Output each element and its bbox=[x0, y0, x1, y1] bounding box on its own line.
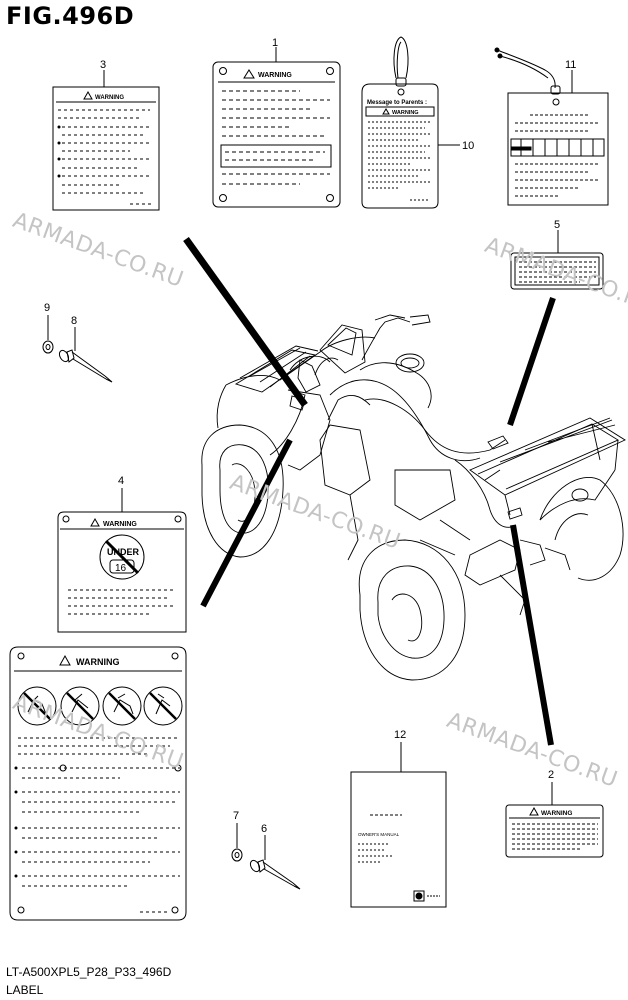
label-4-lower-warning-text: WARNING bbox=[76, 657, 120, 667]
atv-illustration bbox=[201, 314, 626, 681]
under-16-text: UNDER bbox=[107, 547, 140, 557]
diagram-caption: LABEL bbox=[6, 983, 44, 997]
pointer-arrow-1 bbox=[183, 236, 308, 408]
callout-1: 1 bbox=[272, 37, 278, 49]
owners-manual-12[interactable]: OWNER'S MANUAL bbox=[350, 771, 447, 908]
label-10-hang-tag[interactable]: Message to Parents : WARNING bbox=[361, 36, 439, 209]
message-to-parents-text: Message to Parents : bbox=[367, 100, 427, 106]
callout-2: 2 bbox=[548, 769, 554, 781]
label-1-warning-panel[interactable]: WARNING bbox=[212, 61, 341, 208]
callout-8: 8 bbox=[71, 315, 77, 327]
figure-title: FIG.496D bbox=[6, 2, 135, 30]
callout-7: 7 bbox=[233, 810, 239, 822]
pointer-arrow-2 bbox=[510, 524, 554, 746]
screw-8[interactable] bbox=[58, 349, 113, 383]
label-3-warning-text: WARNING bbox=[95, 95, 124, 101]
callout-4: 4 bbox=[118, 475, 124, 487]
prohibition-icons bbox=[17, 686, 183, 726]
pointer-arrow-4 bbox=[200, 438, 293, 608]
callout-6: 6 bbox=[261, 823, 267, 835]
owners-manual-text: OWNER'S MANUAL bbox=[358, 832, 400, 837]
label-2-warning-text: WARNING bbox=[541, 810, 572, 817]
label-2-warning-panel[interactable]: WARNING bbox=[505, 804, 604, 858]
callout-3: 3 bbox=[100, 59, 106, 71]
washer-7[interactable] bbox=[231, 848, 243, 862]
label-5-panel[interactable] bbox=[510, 252, 604, 290]
label-11-hang-tag[interactable] bbox=[494, 47, 609, 206]
callout-5: 5 bbox=[554, 219, 560, 231]
label-3-warning-panel[interactable]: WARNING bbox=[52, 86, 160, 211]
callout-12: 12 bbox=[394, 729, 406, 741]
washer-9[interactable] bbox=[42, 340, 54, 354]
label-4-lower-panel[interactable]: WARNING bbox=[9, 646, 187, 921]
label-4-upper-panel[interactable]: WARNING UNDER 16 bbox=[57, 511, 187, 633]
under-16-number: 16 bbox=[115, 563, 127, 574]
callout-11: 11 bbox=[565, 59, 576, 71]
label-10-warning-text: WARNING bbox=[392, 110, 419, 116]
diagram-code: LT-A500XPL5_P28_P33_496D bbox=[6, 965, 172, 979]
pointer-arrow-5 bbox=[507, 297, 556, 426]
label-1-warning-text: WARNING bbox=[258, 72, 292, 79]
label-4-warning-text: WARNING bbox=[103, 521, 137, 528]
callout-10: 10 bbox=[462, 140, 474, 152]
screw-6[interactable] bbox=[249, 859, 301, 890]
callout-9: 9 bbox=[44, 302, 50, 314]
